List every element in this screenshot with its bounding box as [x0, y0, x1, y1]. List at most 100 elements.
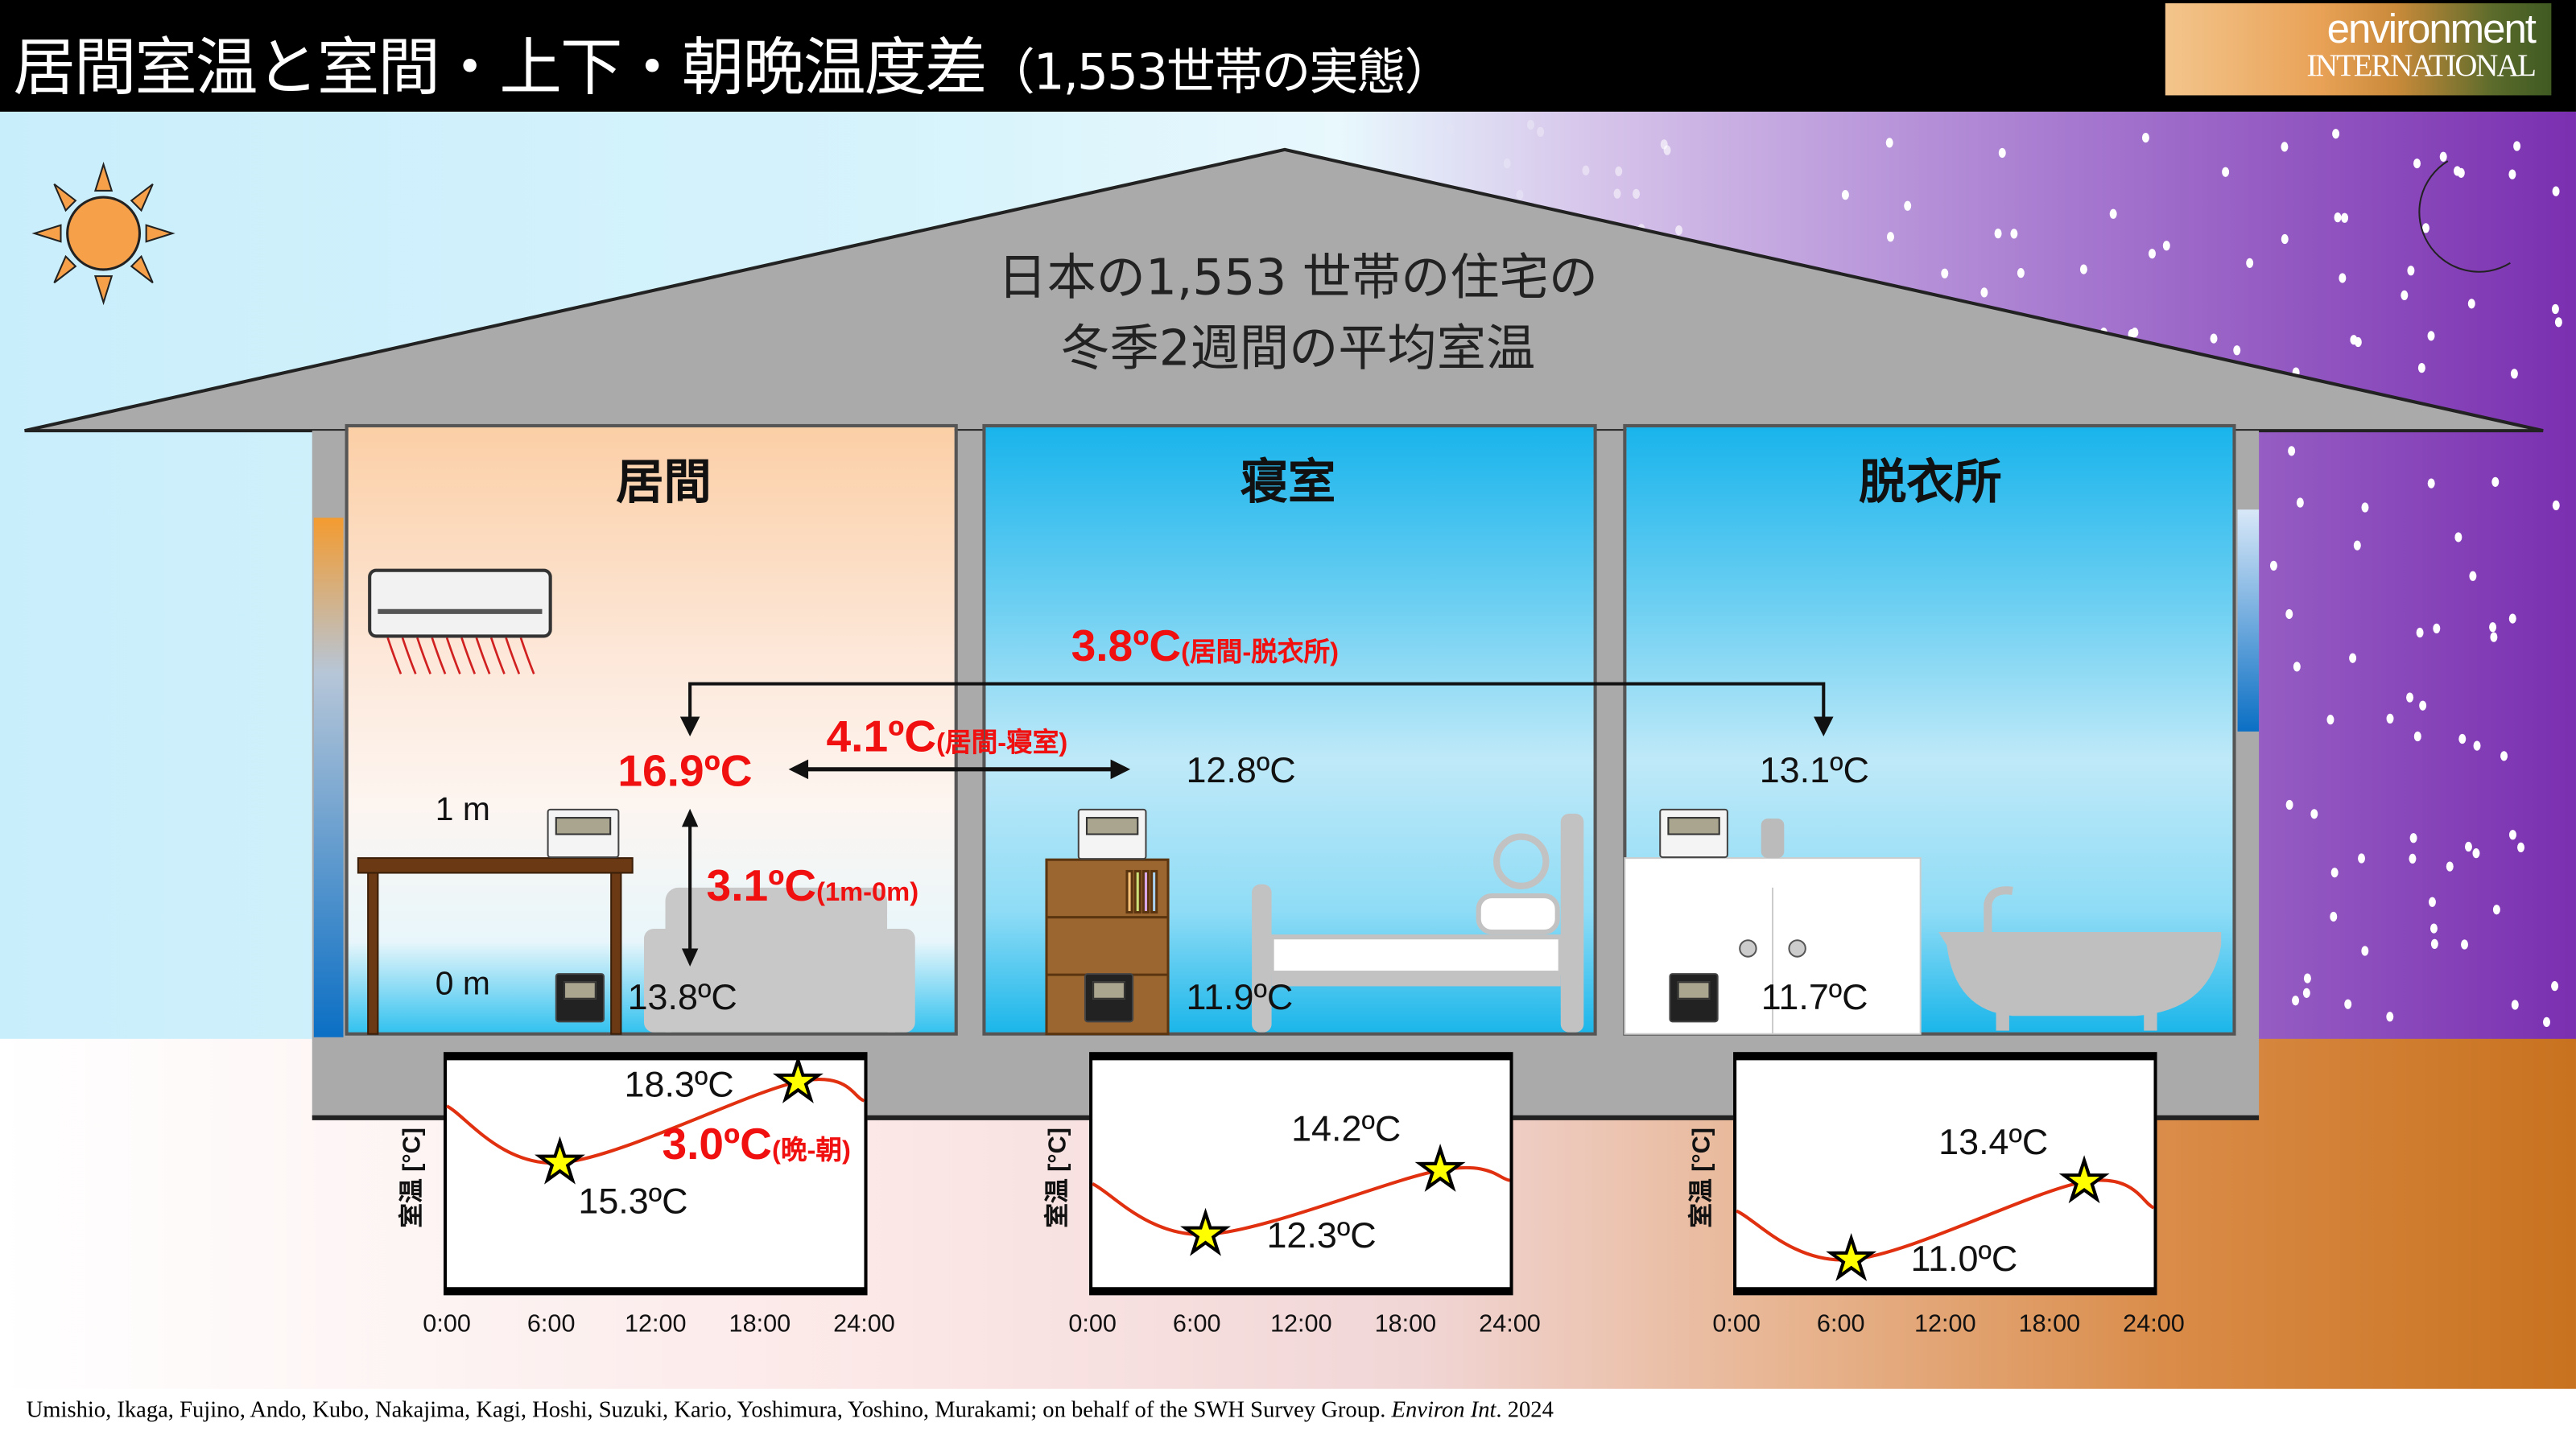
x-tick-label: 12:00: [624, 1309, 687, 1338]
logo-line1: environment: [2326, 6, 2537, 53]
star-dot: [2141, 132, 2149, 143]
sun-icon: [31, 161, 175, 306]
temp-bedroom-1m: 12.8ºC: [1186, 749, 1296, 791]
star-dot: [2246, 258, 2254, 268]
chart-plot: [446, 1054, 865, 1185]
min-temp-label: 11.0ºC: [1910, 1237, 2018, 1279]
star-dot: [2429, 923, 2438, 934]
star-dot: [2293, 662, 2301, 672]
star-dot: [2461, 939, 2469, 950]
star-dot: [1980, 287, 1988, 298]
min-star-marker: [1826, 1232, 1877, 1281]
diff-living-bedroom: 4.1ºC(居間-寝室): [827, 711, 1068, 762]
star-dot: [2406, 692, 2414, 703]
roof-caption: 日本の1,553 世帯の住宅の 冬季2週間の平均室温: [961, 243, 1635, 385]
star-dot: [2303, 973, 2311, 983]
star-dot: [1998, 147, 2006, 159]
star-dot: [2427, 331, 2435, 341]
sensor-living-0m-icon: [555, 973, 605, 1023]
star-dot: [2288, 446, 2296, 456]
star-dot: [2358, 853, 2366, 864]
star-dot: [2413, 731, 2421, 742]
diff-vertical: 3.1ºC(1m-0m): [707, 861, 919, 912]
table-icon: [357, 857, 634, 1035]
min-temp-label: 15.3ºC: [578, 1180, 688, 1222]
x-tick-label: 12:00: [1270, 1309, 1332, 1338]
star-dot: [2285, 799, 2293, 810]
min-star-marker: [535, 1136, 585, 1185]
star-dot: [2552, 500, 2560, 511]
diff-note: (1m-0m): [816, 879, 919, 908]
star-dot: [1503, 158, 1511, 169]
chart-ylabel: 室温 [°C]: [1043, 1128, 1072, 1228]
star-dot: [2079, 264, 2087, 274]
bathtub-icon: [1938, 886, 2222, 1031]
x-tick-label: 24:00: [1479, 1309, 1541, 1338]
x-tick-label: 6:00: [1816, 1309, 1865, 1338]
star-dot: [1516, 189, 1524, 200]
star-dot: [2551, 981, 2559, 992]
star-dot: [2409, 833, 2417, 843]
star-dot: [2433, 623, 2441, 633]
star-dot: [2508, 613, 2516, 624]
x-tick-label: 12:00: [1913, 1309, 1976, 1338]
page-title: 居間室温と室間・上下・朝晩温度差（1,553世帯の実態）: [13, 16, 1454, 106]
room-title-living: 居間: [616, 453, 712, 510]
logo-line2: INTERNATIONAL: [2306, 49, 2537, 85]
temperature-curve: [1736, 1178, 2155, 1262]
star-dot: [2233, 345, 2241, 356]
max-temp-label: 13.4ºC: [1938, 1120, 2049, 1162]
star-dot: [1615, 166, 1623, 176]
star-dot: [2281, 142, 2289, 152]
x-tick-label: 18:00: [2018, 1309, 2081, 1338]
x-tick-label: 24:00: [833, 1309, 895, 1338]
star-dot: [1613, 188, 1621, 199]
star-dot: [2334, 212, 2342, 223]
diff-morning-evening: 3.0ºC(晩-朝): [662, 1120, 851, 1170]
star-dot: [1537, 126, 1545, 137]
star-dot: [2349, 653, 2357, 663]
star-dot: [2409, 853, 2417, 864]
star-dot: [2302, 988, 2310, 998]
star-dot: [1841, 190, 1849, 200]
sofa-icon: [643, 887, 915, 1033]
star-dot: [2513, 141, 2521, 151]
star-dot: [1885, 138, 1893, 148]
diff-note: (晩-朝): [771, 1137, 851, 1166]
max-star-marker: [1414, 1143, 1466, 1192]
star-dot: [2491, 476, 2500, 487]
star-dot: [2210, 333, 2218, 344]
max-temp-label: 14.2ºC: [1291, 1107, 1402, 1149]
room-title-dressing: 脱衣所: [1859, 453, 2002, 510]
max-star-marker: [772, 1054, 824, 1103]
x-tick-label: 18:00: [729, 1309, 791, 1338]
star-dot: [2500, 751, 2508, 761]
star-dot: [2341, 212, 2349, 223]
star-dot: [2510, 369, 2518, 379]
sensor-dressing-1m-icon: [1659, 808, 1728, 859]
bed-icon: [1252, 813, 1584, 1033]
star-dot: [2428, 897, 2436, 907]
star-dot: [2489, 622, 2497, 633]
diff-note: (居間-寝室): [936, 729, 1068, 758]
journal-logo: environment INTERNATIONAL: [2165, 3, 2552, 96]
x-tick-label: 0:00: [1712, 1309, 1761, 1338]
room-title-bedroom: 寝室: [1240, 453, 1336, 510]
star-dot: [2285, 608, 2293, 620]
height-label-0m: 0 m: [435, 966, 490, 1003]
star-dot: [2281, 233, 2289, 245]
star-dot: [2508, 169, 2516, 179]
arrow-vertical: [681, 808, 699, 967]
moon-icon: [2418, 160, 2511, 273]
arrow-living-bedroom: [788, 759, 1131, 780]
star-dot: [2552, 186, 2560, 196]
star-dot: [2109, 208, 2117, 219]
star-dot: [2421, 223, 2429, 233]
air-conditioner-icon: [368, 568, 552, 674]
temp-bedroom-0m: 11.9ºC: [1186, 976, 1294, 1018]
temperature-curve: [446, 1078, 865, 1165]
star-dot: [2361, 946, 2369, 956]
star-dot: [2413, 158, 2421, 169]
star-dot: [2508, 830, 2516, 840]
